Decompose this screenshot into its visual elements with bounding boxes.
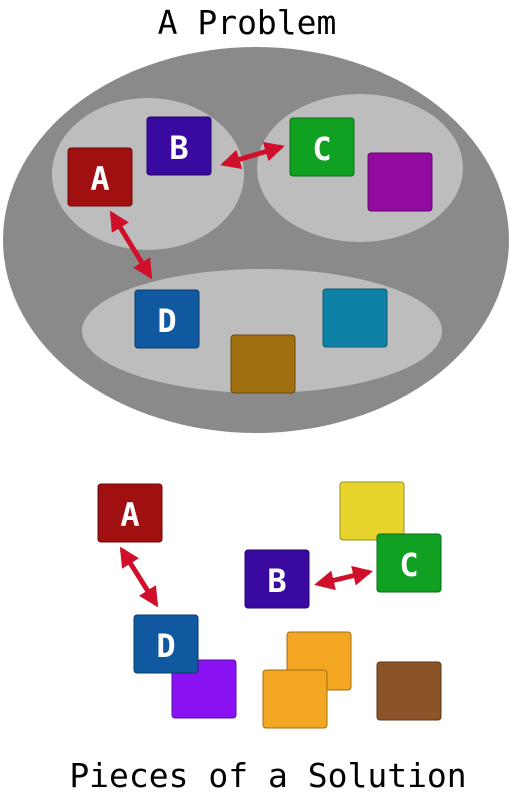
problem-box-c: C xyxy=(289,117,355,177)
problem-diagram: A B C D xyxy=(3,47,509,433)
problem-box-b-rect xyxy=(146,116,212,176)
solution-box-a-label: A xyxy=(120,496,139,534)
title-problem: A Problem xyxy=(158,3,337,42)
solution-box-d: D xyxy=(133,614,199,674)
solution-box-a: A xyxy=(97,483,163,543)
problem-box-c-rect xyxy=(289,117,355,177)
problem-box-b-label: B xyxy=(169,129,188,167)
solution-arrow-b-c xyxy=(314,565,373,591)
solution-box-orange-front xyxy=(262,669,328,729)
problem-box-d: D xyxy=(134,289,200,349)
problem-box-purple xyxy=(367,152,433,212)
solution-pieces: A C B D xyxy=(97,481,442,729)
solution-box-violet xyxy=(171,659,237,719)
solution-box-d-rect xyxy=(133,614,199,674)
solution-box-b: B xyxy=(244,549,310,609)
solution-box-yellow xyxy=(339,481,405,541)
problem-box-brown xyxy=(230,334,296,394)
problem-box-a-label: A xyxy=(90,160,109,198)
problem-box-d-label: D xyxy=(157,302,176,340)
problem-box-a: A xyxy=(67,147,133,207)
problem-arrow-a-d xyxy=(109,210,153,280)
solution-box-c: C xyxy=(376,533,442,593)
solution-box-d-label: D xyxy=(156,627,175,665)
title-solution: Pieces of a Solution xyxy=(69,756,466,795)
problem-box-b: B xyxy=(146,116,212,176)
solution-arrow-a-d xyxy=(119,546,159,608)
problem-box-a-rect xyxy=(67,147,133,207)
problem-box-teal xyxy=(322,288,388,348)
problem-box-d-rect xyxy=(134,289,200,349)
solution-box-b-rect xyxy=(244,549,310,609)
solution-box-a-rect xyxy=(97,483,163,543)
problem-box-c-label: C xyxy=(312,130,331,168)
solution-box-c-rect xyxy=(376,533,442,593)
problem-arrow-b-c xyxy=(220,141,285,170)
solution-box-b-label: B xyxy=(267,562,286,600)
solution-box-c-label: C xyxy=(399,546,418,584)
solution-box-brown xyxy=(376,661,442,721)
